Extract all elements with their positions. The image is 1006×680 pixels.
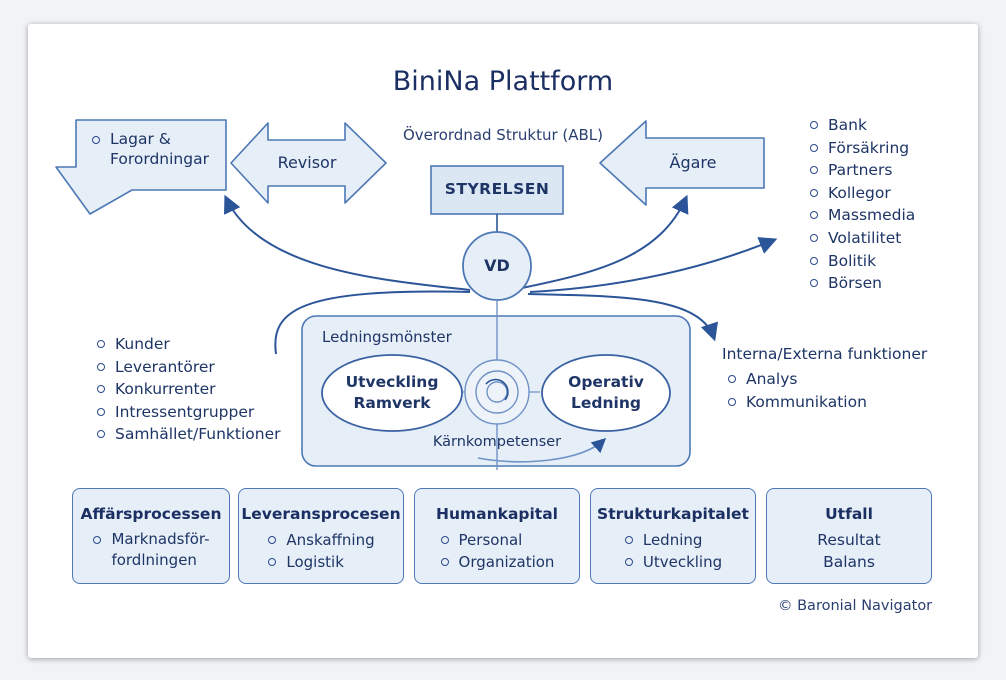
box-item: Marknadsför- fordlningen — [92, 529, 210, 571]
environment-item: Bolitik — [809, 250, 915, 273]
environment-item: Partners — [809, 159, 915, 182]
core-ring-mid — [475, 370, 519, 414]
box-plain-text: Resultat Balans — [767, 529, 931, 573]
environment-item: Massmedia — [809, 204, 915, 227]
page-title: BiniNa Plattform — [392, 66, 614, 97]
environment-item: Volatilitet — [809, 227, 915, 250]
environment-item: Kollegor — [809, 182, 915, 205]
laws-list: Lagar & Forordningar — [91, 129, 230, 169]
box-item-line: Marknadsför- — [111, 530, 210, 548]
box-plain-line: Resultat — [817, 531, 881, 549]
stakeholder-item: Konkurrenter — [96, 378, 281, 401]
stakeholder-item: Samhället/Funktioner — [96, 423, 281, 446]
box-plain-line: Balans — [823, 553, 875, 571]
laws-item: Lagar & Forordningar — [91, 129, 230, 169]
operative-oval-shape — [541, 354, 671, 432]
process-box-delivery: Leveransprocesen Anskaffning Logistik — [238, 488, 404, 584]
vd-to-laws-curve — [224, 194, 471, 291]
box-item: Personal — [440, 529, 555, 551]
box-list: Anskaffning Logistik — [267, 529, 375, 573]
revisor-arrow-shape — [230, 122, 387, 204]
vd-to-environment-curve — [529, 237, 778, 293]
vd-label: VD — [484, 256, 510, 275]
box-item-line: fordlningen — [111, 551, 197, 569]
box-list: Ledning Utveckling — [624, 529, 722, 573]
owner-label: Ägare — [669, 153, 717, 172]
stakeholder-item: Intressentgrupper — [96, 401, 281, 424]
functions-item: Kommunikation — [727, 391, 867, 414]
development-oval-shape — [321, 354, 463, 432]
stakeholder-item: Kunder — [96, 333, 281, 356]
box-list: Personal Organization — [440, 529, 555, 573]
subtitle: Överordnad Struktur (ABL) — [402, 126, 604, 144]
stakeholder-list: Kunder Leverantörer Konkurrenter Intress… — [96, 333, 281, 446]
board-label: STYRELSEN — [444, 180, 550, 198]
core-competence-arrow — [477, 438, 607, 463]
core-ring-inner — [486, 381, 508, 403]
box-title: Utfall — [825, 505, 873, 523]
development-label-line: Ramverk — [353, 394, 431, 412]
operative-label-line: Operativ — [568, 373, 644, 391]
vd-to-owner-curve — [521, 194, 689, 289]
process-box-human-capital: Humankapital Personal Organization — [414, 488, 580, 584]
box-title: Affärsprocessen — [80, 505, 222, 523]
process-box-structural-capital: Strukturkapitalet Ledning Utveckling — [590, 488, 756, 584]
stakeholders-to-vd-curve — [274, 290, 471, 355]
environment-item: Försäkring — [809, 137, 915, 160]
board-box-shape — [430, 165, 564, 215]
management-title: Ledningsmönster — [322, 328, 452, 346]
environment-item: Bank — [809, 114, 915, 137]
process-box-outcome: Utfall Resultat Balans — [766, 488, 932, 584]
box-item: Ledning — [624, 529, 722, 551]
operative-label-line: Ledning — [571, 394, 641, 412]
box-item: Organization — [440, 551, 554, 573]
stakeholder-item: Leverantörer — [96, 356, 281, 379]
box-item: Utveckling — [624, 551, 722, 573]
functions-title: Interna/Externa funktioner — [722, 345, 928, 363]
box-title: Humankapital — [435, 505, 558, 523]
box-list: Marknadsför- fordlningen — [92, 529, 210, 571]
core-arc-arrow — [485, 378, 509, 401]
vd-to-functions-curve — [527, 293, 718, 342]
environment-item: Börsen — [809, 272, 915, 295]
functions-item: Analys — [727, 368, 867, 391]
operative-oval-label: Operativ Ledning — [542, 372, 670, 414]
development-label-line: Utveckling — [345, 373, 439, 391]
owner-arrow-shape — [599, 120, 765, 206]
box-title: Leveransprocesen — [241, 505, 401, 523]
process-box-business: Affärsprocessen Marknadsför- fordlningen — [72, 488, 230, 584]
environment-list: Bank Försäkring Partners Kollegor Massme… — [809, 114, 915, 295]
core-ring-outer — [464, 359, 530, 425]
core-competence-label: Kärnkompetenser — [432, 434, 562, 450]
functions-list: Analys Kommunikation — [727, 368, 867, 413]
copyright-text: © Baronial Navigator — [778, 598, 933, 614]
development-oval-label: Utveckling Ramverk — [322, 372, 462, 414]
box-item: Logistik — [267, 551, 374, 573]
laws-label: Lagar & Forordningar — [110, 130, 209, 168]
revisor-label: Revisor — [277, 153, 337, 172]
box-title: Strukturkapitalet — [597, 505, 749, 523]
box-item: Anskaffning — [267, 529, 375, 551]
